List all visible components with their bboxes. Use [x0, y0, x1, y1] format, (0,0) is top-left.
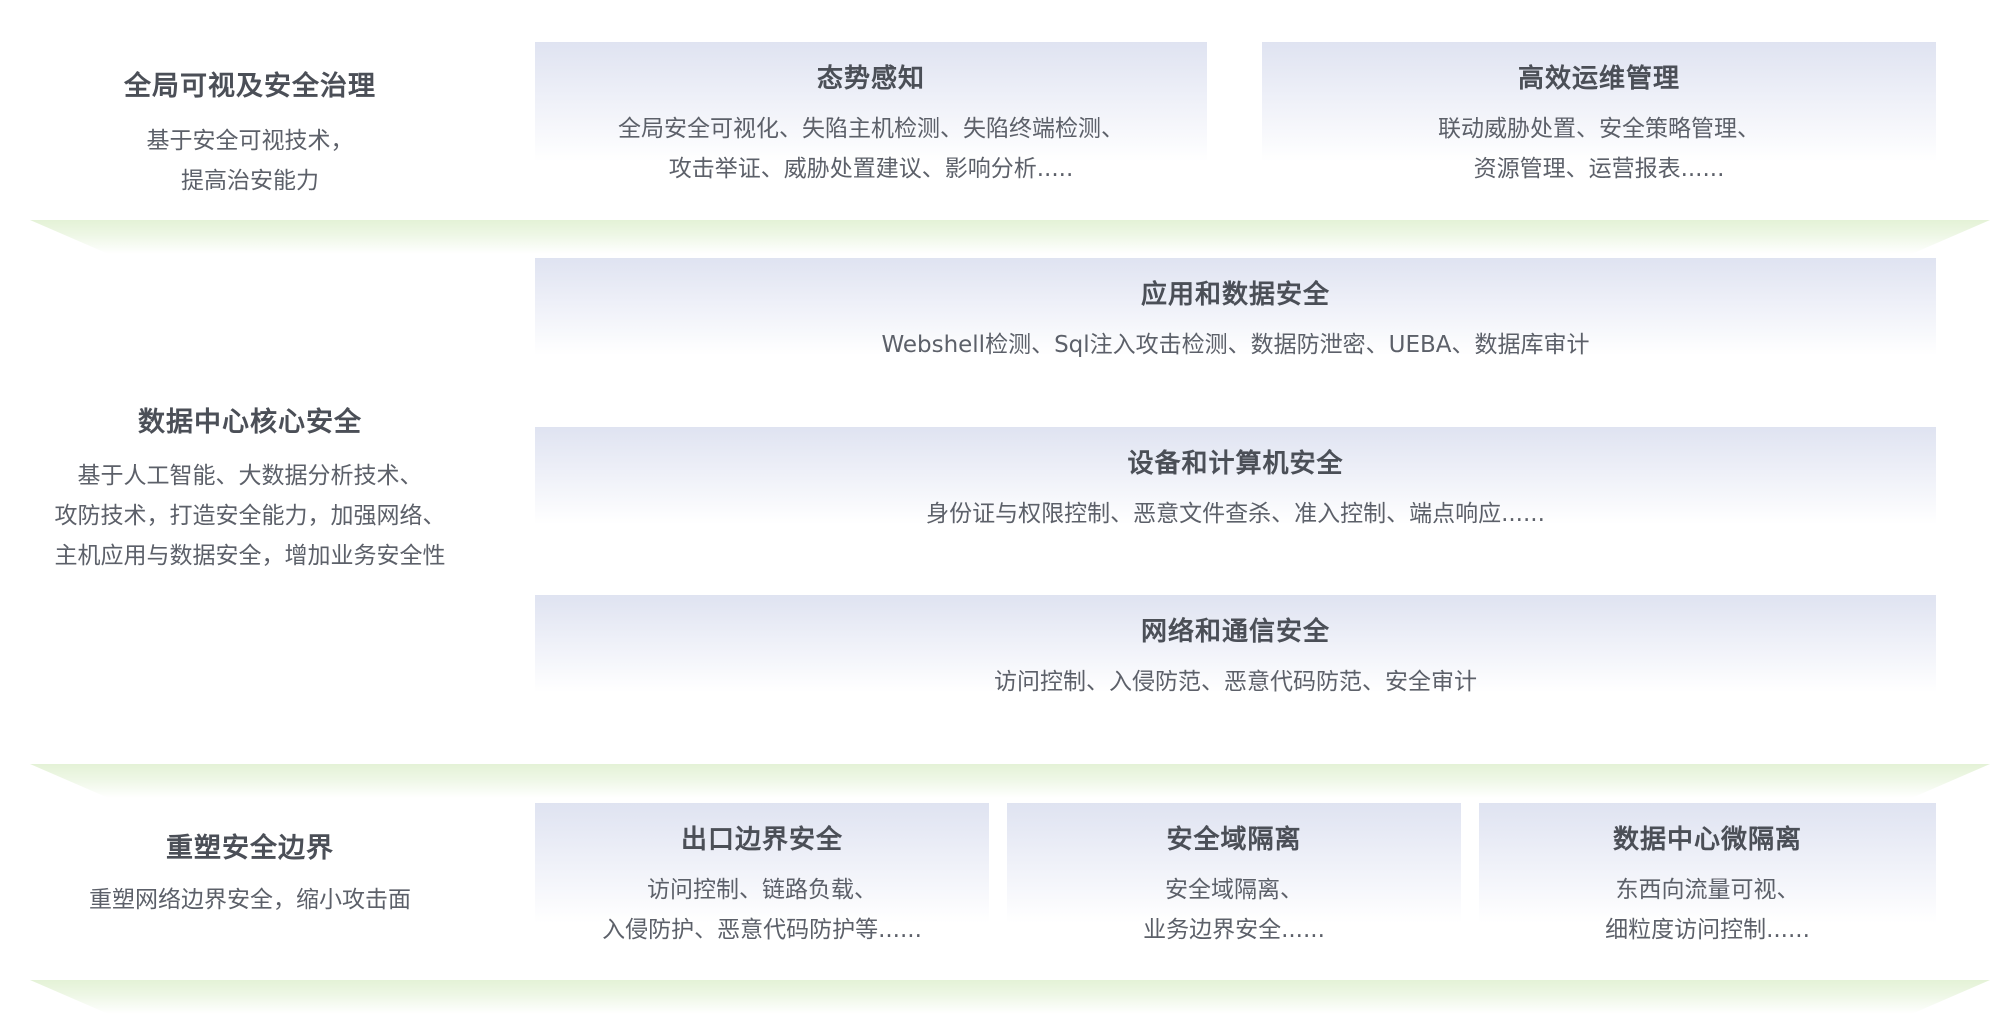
card-title: 态势感知 [816, 64, 925, 94]
desc-line: 主机应用与数据安全，增加业务安全性 [54, 543, 446, 569]
card-title: 网络和通信安全 [1140, 617, 1330, 647]
card-desc-line: 安全域隔离、 [1165, 877, 1303, 903]
desc-line: 重塑网络边界安全，缩小攻击面 [89, 887, 411, 913]
section-title-boundary: 重塑安全边界 [166, 833, 334, 864]
card-title: 高效运维管理 [1517, 64, 1680, 94]
card-desc: 身份证与权限控制、恶意文件查杀、准入控制、端点响应...... [535, 494, 1936, 534]
card-title: 出口边界安全 [680, 825, 843, 855]
section-title-datacenter-core: 数据中心核心安全 [138, 407, 362, 438]
card-title: 安全域隔离 [1166, 825, 1302, 855]
card-device-computer-security: 设备和计算机安全 身份证与权限控制、恶意文件查杀、准入控制、端点响应...... [535, 427, 1936, 557]
card-desc-line: 细粒度访问控制...... [1605, 917, 1810, 943]
card-app-data-security: 应用和数据安全 Webshell检测、Sql注入攻击检测、数据防泄密、UEBA、… [535, 258, 1936, 388]
layer-band-3 [30, 980, 1990, 1014]
section-desc-global-visibility: 基于安全可视技术， 提高治安能力 [0, 121, 500, 201]
layer-band-2 [30, 764, 1990, 798]
card-desc: 东西向流量可视、 细粒度访问控制...... [1479, 870, 1936, 950]
card-desc-line: 东西向流量可视、 [1615, 877, 1800, 903]
card-desc: 访问控制、入侵防范、恶意代码防范、安全审计 [535, 662, 1936, 702]
card-desc-line: 联动威胁处置、安全策略管理、 [1438, 116, 1760, 142]
card-desc-line: 全局安全可视化、失陷主机检测、失陷终端检测、 [618, 116, 1124, 142]
card-title: 数据中心微隔离 [1612, 825, 1802, 855]
section-desc-boundary: 重塑网络边界安全，缩小攻击面 [0, 880, 500, 920]
section-title-global-visibility: 全局可视及安全治理 [124, 71, 376, 102]
desc-line: 攻防技术，打造安全能力，加强网络、 [54, 503, 446, 529]
card-desc: 联动威胁处置、安全策略管理、 资源管理、运营报表...... [1262, 109, 1936, 189]
card-desc-line: 身份证与权限控制、恶意文件查杀、准入控制、端点响应...... [926, 501, 1545, 527]
card-security-domain-isolation: 安全域隔离 安全域隔离、 业务边界安全...... [1007, 803, 1461, 963]
card-desc: 访问控制、链路负载、 入侵防护、恶意代码防护等...... [535, 870, 989, 950]
card-egress-boundary: 出口边界安全 访问控制、链路负载、 入侵防护、恶意代码防护等...... [535, 803, 989, 963]
card-desc-line: 攻击举证、威胁处置建议、影响分析..... [668, 156, 1074, 182]
card-network-comm-security: 网络和通信安全 访问控制、入侵防范、恶意代码防范、安全审计 [535, 595, 1936, 725]
card-title: 应用和数据安全 [1140, 280, 1330, 310]
card-desc: 全局安全可视化、失陷主机检测、失陷终端检测、 攻击举证、威胁处置建议、影响分析.… [535, 109, 1207, 189]
card-microsegmentation: 数据中心微隔离 东西向流量可视、 细粒度访问控制...... [1479, 803, 1936, 963]
card-desc-line: 入侵防护、恶意代码防护等...... [602, 917, 922, 943]
card-title: 设备和计算机安全 [1127, 449, 1344, 479]
card-desc-line: Webshell检测、Sql注入攻击检测、数据防泄密、UEBA、数据库审计 [881, 332, 1590, 358]
section-desc-datacenter-core: 基于人工智能、大数据分析技术、 攻防技术，打造安全能力，加强网络、 主机应用与数… [0, 456, 500, 576]
card-desc-line: 访问控制、链路负载、 [647, 877, 877, 903]
card-desc: Webshell检测、Sql注入攻击检测、数据防泄密、UEBA、数据库审计 [535, 325, 1936, 365]
card-situational-awareness: 态势感知 全局安全可视化、失陷主机检测、失陷终端检测、 攻击举证、威胁处置建议、… [535, 42, 1207, 202]
card-desc-line: 访问控制、入侵防范、恶意代码防范、安全审计 [994, 669, 1477, 695]
desc-line: 提高治安能力 [181, 168, 319, 194]
card-desc-line: 业务边界安全...... [1143, 917, 1325, 943]
desc-line: 基于人工智能、大数据分析技术、 [77, 463, 423, 489]
card-desc: 安全域隔离、 业务边界安全...... [1007, 870, 1461, 950]
layer-band-1 [30, 220, 1990, 254]
desc-line: 基于安全可视技术， [146, 128, 354, 154]
card-ops-management: 高效运维管理 联动威胁处置、安全策略管理、 资源管理、运营报表...... [1262, 42, 1936, 202]
card-desc-line: 资源管理、运营报表...... [1473, 156, 1725, 182]
